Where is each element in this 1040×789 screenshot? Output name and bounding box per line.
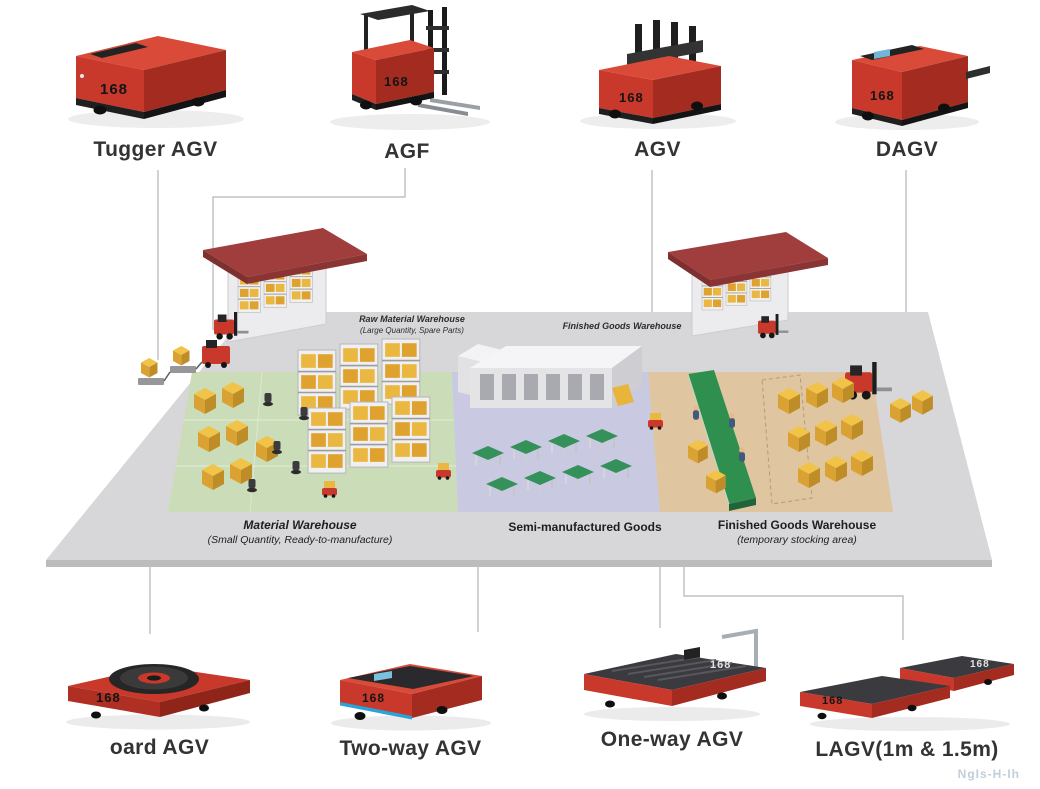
label-raw-material-warehouse-sub: (Large Quantity, Spare Parts) [360, 326, 464, 335]
lagv-back-logo: 168 [970, 659, 990, 670]
agf-logo: 168 [384, 74, 409, 89]
vehicle-one-way-agv: 168 One-way AGV [572, 624, 772, 752]
vehicle-agv: 168 AGV [565, 14, 750, 162]
connector-agf [212, 168, 406, 330]
vehicle-lowboard-agv: 168 oard AGV [52, 630, 267, 760]
two-way-agv-logo: 168 [362, 691, 385, 705]
label-finished-goods-temp: Finished Goods Warehouse [718, 518, 877, 532]
lagv-front-unit: 168 [800, 676, 950, 720]
mini-agv-2 [436, 463, 451, 480]
one-way-agv-label: One-way AGV [600, 728, 744, 751]
label-material-warehouse: Material Warehouse [243, 518, 356, 532]
two-way-agv-label: Two-way AGV [339, 737, 482, 760]
label-semi-manufactured: Semi-manufactured Goods [508, 520, 662, 534]
tugger-agv-logo: 168 [100, 81, 128, 98]
agv-logo: 168 [619, 90, 644, 105]
connector-lagv [683, 558, 904, 640]
label-raw-material-warehouse: Raw Material Warehouse [359, 314, 465, 324]
vehicle-tugger-agv: 168 Tugger AGV [48, 6, 263, 162]
dagv-label: DAGV [875, 138, 939, 161]
vehicle-dagv: 168 DAGV [822, 14, 992, 162]
lagv-front-logo: 168 [822, 695, 843, 707]
vehicle-lagv: 168 168 LAGV(1m & 1.5m) [792, 634, 1022, 762]
handle-rail [721, 628, 758, 668]
label-finished-goods-temp-sub: (temporary stocking area) [737, 534, 857, 546]
lagv-label: LAGV(1m & 1.5m) [815, 738, 999, 761]
vehicle-agf: 168 AGF [312, 2, 502, 164]
dagv-logo: 168 [870, 88, 895, 103]
one-way-agv-illustration: 168 [584, 628, 766, 721]
tugger-agv-label: Tugger AGV [93, 138, 218, 161]
lowboard-agv-label: oard AGV [109, 736, 210, 759]
watermark: NgIs-H-Ih [957, 767, 1020, 781]
mini-agv-1 [322, 481, 337, 498]
agf-label: AGF [384, 140, 430, 163]
two-way-agv-illustration: 168 [331, 664, 491, 731]
building-labels: Raw Material Warehouse (Large Quantity, … [359, 314, 681, 335]
tugger-agv-illustration: 168 [68, 36, 244, 128]
robot-arm [612, 384, 634, 406]
agv-illustration: 168 [580, 20, 736, 129]
agv-label: AGV [634, 138, 681, 161]
material-zone-racks [297, 338, 431, 474]
production-machines [458, 344, 663, 430]
dagv-illustration: 168 [835, 45, 990, 130]
lowboard-agv-logo: 168 [96, 690, 121, 705]
raw-material-warehouse-building [203, 228, 367, 343]
lowboard-agv-illustration: 168 [66, 664, 250, 730]
label-finished-goods-building: Finished Goods Warehouse [563, 321, 682, 331]
lagv-illustration: 168 168 [800, 656, 1014, 731]
label-material-warehouse-sub: (Small Quantity, Ready-to-manufacture) [208, 534, 393, 546]
tugger-train [138, 340, 230, 385]
finished-goods-warehouse-building [668, 232, 828, 339]
vehicle-two-way-agv: 168 Two-way AGV [318, 628, 503, 761]
one-way-agv-logo: 168 [710, 659, 731, 671]
mini-agv-3 [648, 413, 663, 430]
agf-illustration: 168 [330, 5, 490, 130]
zone-labels: Material Warehouse (Small Quantity, Read… [208, 518, 877, 546]
